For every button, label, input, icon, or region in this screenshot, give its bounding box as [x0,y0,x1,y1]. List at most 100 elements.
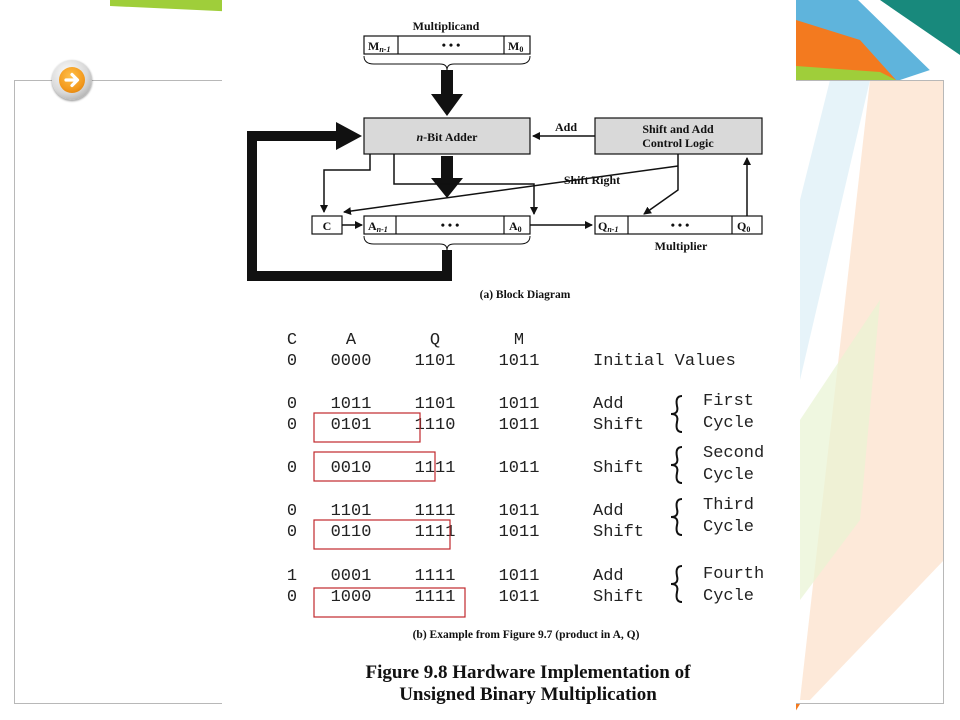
caption-block-diagram: (a) Block Diagram [480,289,571,301]
c-register: C [311,215,343,235]
svg-text:0: 0 [287,523,297,542]
a-brace [363,235,531,251]
a-register: An-1 • • • A0 [363,215,531,235]
adder-prefix: n [416,130,423,144]
cycle-label: Cycle [703,466,754,485]
svg-text:Add: Add [593,502,624,521]
svg-text:0101: 0101 [331,416,372,435]
adder-label: -Bit Adder [423,130,478,144]
a-left-sub: n-1 [377,225,388,234]
q-right-sub: 0 [746,225,750,234]
right-arrow-icon [59,67,85,93]
q-dots: • • • [671,218,690,232]
a-dots: • • • [441,218,460,232]
svg-text:1111: 1111 [415,567,456,586]
svg-text:1011: 1011 [499,588,540,607]
c-label: C [323,219,332,233]
feedback-loop-arrow [247,131,452,281]
cycle-label: Cycle [703,414,754,433]
figure-svg: Multiplicand Mn-1 • • • M0 n-Bit Adder S… [247,19,764,705]
svg-text:1011: 1011 [499,567,540,586]
cycle-brace [670,446,683,484]
a-right-label: A [509,219,518,233]
highlight-box [313,412,421,443]
svg-text:0: 0 [287,352,297,371]
a-left-label: A [368,219,377,233]
svg-text:1111: 1111 [415,502,456,521]
svg-text:Shift: Shift [593,588,644,607]
example-table: C A Q M 0 0000 1101 1011 Initial Values … [287,331,764,618]
table-row: 0 0101 1110 1011 Shift [287,416,644,435]
table-row: 0 1011 1101 1011 Add [287,395,624,414]
table-row: 0 0010 1111 1011 Shift [287,459,644,478]
svg-text:1011: 1011 [499,352,540,371]
svg-text:1111: 1111 [415,523,456,542]
highlight-box [313,451,436,482]
table-row: 0 1000 1111 1011 Shift [287,588,644,607]
control-line1: Shift and Add [642,122,714,136]
table-row: 0 0000 1101 1011 Initial Values [287,352,736,371]
control-logic-block: Shift and Add Control Logic [594,117,763,155]
add-label: Add [555,120,577,134]
svg-text:0: 0 [287,395,297,414]
deco-corner-orange [796,20,896,80]
adder-to-a-arrow [431,156,463,198]
svg-text:Q0: Q0 [737,219,750,234]
deco-side-green [800,300,880,600]
svg-text:1101: 1101 [415,352,456,371]
header-m: M [514,331,524,350]
cycle-label: Cycle [703,518,754,537]
shift-right-line-a [393,154,538,215]
cycle-brace [670,498,683,536]
figure-title-line2: Unsigned Binary Multiplication [399,684,657,705]
cycle-label: Fourth [703,565,764,584]
figure-panel: Multiplicand Mn-1 • • • M0 n-Bit Adder S… [222,0,796,720]
svg-text:Add: Add [593,395,624,414]
svg-text:1011: 1011 [499,502,540,521]
highlight-box [313,587,466,618]
deco-corner-lime [796,66,896,80]
shift-right-line-main [343,165,679,216]
svg-text:Add: Add [593,567,624,586]
deco-corner-white [858,0,960,80]
svg-text:1111: 1111 [415,588,456,607]
svg-text:0001: 0001 [331,567,372,586]
shift-right-label: Shift Right [564,173,620,187]
multiplier-label: Multiplier [655,239,708,253]
svg-text:1110: 1110 [415,416,456,435]
svg-text:Mn-1: Mn-1 [368,39,390,54]
m-right-label: M [508,39,519,53]
multiplicand-register: Mn-1 • • • M0 [363,35,531,55]
header-a: A [346,331,357,350]
svg-text:0010: 0010 [331,459,372,478]
table-row: 1 0001 1111 1011 Add [287,567,624,586]
svg-text:Qn-1: Qn-1 [598,219,618,234]
svg-text:An-1: An-1 [368,219,388,234]
cycle-brace [670,565,683,603]
svg-text:Shift: Shift [593,523,644,542]
svg-text:M0: M0 [508,39,523,54]
table-row: 0 0110 1111 1011 Shift [287,523,644,542]
svg-text:1101: 1101 [331,502,372,521]
multiplicand-brace [363,55,531,71]
header-c: C [287,331,297,350]
multiplicand-label: Multiplicand [413,19,480,33]
svg-text:0000: 0000 [331,352,372,371]
svg-text:0: 0 [287,459,297,478]
svg-text:1011: 1011 [499,459,540,478]
q-register: Qn-1 • • • Q0 [594,215,763,235]
svg-text:0: 0 [287,416,297,435]
svg-text:1011: 1011 [499,416,540,435]
q-left-label: Q [598,219,607,233]
highlight-box [313,519,451,550]
svg-text:Shift: Shift [593,459,644,478]
cycle-brace [670,395,683,433]
figure-title-line1: Figure 9.8 Hardware Implementation of [366,662,692,683]
next-slide-button[interactable] [52,60,92,100]
table-row: 0 1101 1111 1011 Add [287,502,624,521]
svg-text:1011: 1011 [499,523,540,542]
svg-text:Initial Values: Initial Values [593,352,736,371]
control-line2: Control Logic [642,136,714,150]
feedback-loop-arrowhead [336,122,362,150]
